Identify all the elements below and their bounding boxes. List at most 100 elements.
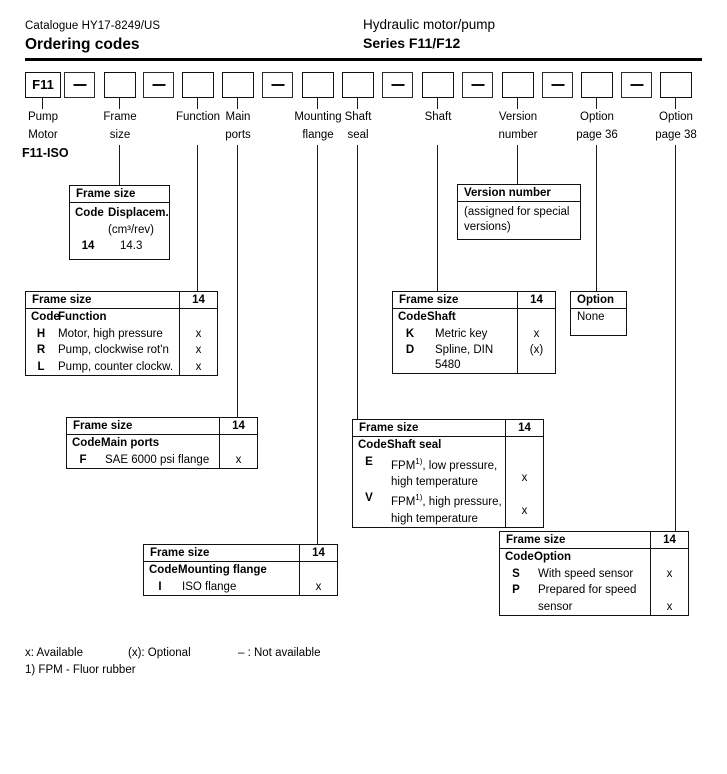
table-function: Frame size 14 Code Function H Motor, hig… (25, 291, 218, 376)
code-box-main-ports[interactable] (222, 72, 254, 98)
table-function-col-desc: Function (58, 311, 107, 323)
table-option-38-row0-desc: With speed sensor (538, 567, 634, 580)
table-shaft-seal-row0-desc: FPM1), low pressure, (385, 454, 505, 474)
code-box-version-number[interactable] (502, 72, 534, 98)
table-option-38-row1-desc: Prepared for speed (538, 584, 637, 596)
connector-frame-size-table (119, 145, 121, 185)
label-pump: Pump (27, 111, 59, 123)
label-shaft-seal-line1: Shaft (344, 111, 372, 123)
page-title: Ordering codes (25, 36, 140, 53)
label-version-number-line2: number (498, 129, 538, 141)
table-mounting-flange-col-desc: Mounting flange (178, 564, 267, 576)
table-option-38-row1-value: x (666, 600, 673, 613)
code-separator-2 (143, 72, 174, 98)
table-shaft-seal-row1-value: x (521, 505, 528, 517)
table-function-title: Frame size (32, 294, 92, 306)
connector-stub-mainports (237, 98, 239, 109)
table-option-36-title: Option (577, 294, 615, 306)
table-option-36-body: None (577, 311, 605, 323)
shaft-seal-row0-fpm: FPM (391, 459, 416, 472)
code-box-option-38[interactable] (660, 72, 692, 98)
table-function-row1-desc: Pump, clockwise rot'n (58, 344, 169, 356)
table-option-38-row1-code: P (512, 584, 520, 596)
table-shaft-seal-row0-desc2: high temperature (391, 475, 478, 488)
shaft-seal-row0-rest: , low pressure, (422, 459, 498, 472)
table-function-row0-value: x (195, 327, 202, 340)
table-shaft-col-desc: Shaft (427, 311, 456, 323)
table-version-number: Version number (assigned for special ver… (457, 184, 581, 240)
code-box-shaft[interactable] (422, 72, 454, 98)
table-shaft-title: Frame size (399, 294, 459, 306)
table-shaft-seal-size: 14 (505, 420, 543, 436)
table-frame-size-col-desc: Displacem. (108, 207, 169, 219)
table-shaft-row1-code: D (405, 344, 415, 356)
table-main-ports-title: Frame size (73, 420, 133, 432)
code-separator-4 (382, 72, 413, 98)
code-box-option-36[interactable] (581, 72, 613, 98)
table-main-ports-row0-value: x (235, 453, 242, 466)
table-function-size: 14 (179, 292, 217, 308)
table-shaft-row0-desc: Metric key (435, 327, 488, 340)
connector-option-36-table (596, 145, 598, 291)
product-series: Series F11/F12 (363, 35, 461, 51)
table-mounting-flange-size: 14 (299, 545, 337, 561)
code-separator-6 (542, 72, 573, 98)
label-version-number-line1: Version (498, 111, 538, 123)
table-mounting-flange-title: Frame size (150, 547, 210, 559)
connector-main-ports-table (237, 145, 239, 417)
header-rule (25, 58, 702, 61)
label-main-ports-line2: ports (225, 129, 251, 141)
label-option-38-line2: page 38 (655, 129, 697, 141)
connector-stub-shaftseal (357, 98, 359, 109)
table-version-number-title: Version number (464, 187, 551, 199)
label-option-36-line2: page 36 (576, 129, 618, 141)
connector-mounting-flange-table (317, 145, 319, 544)
product-type: Hydraulic motor/pump (363, 17, 496, 32)
table-shaft-seal-title: Frame size (359, 422, 419, 434)
table-mounting-flange: Frame size 14 Code Mounting flange I ISO… (143, 544, 338, 596)
table-mounting-flange-row0-desc: ISO flange (182, 580, 237, 593)
table-frame-size-row-code: 14 (81, 240, 95, 252)
label-main-ports-line1: Main (225, 111, 251, 123)
connector-option-38-table (675, 145, 677, 531)
table-option-38: Frame size 14 Code Option S With speed s… (499, 531, 689, 616)
table-frame-size-title: Frame size (76, 188, 136, 200)
table-mounting-flange-row0-code: I (158, 580, 162, 593)
legend-not-available: – : Not available (238, 647, 321, 659)
code-box-shaft-seal[interactable] (342, 72, 374, 98)
table-shaft-size: 14 (517, 292, 555, 308)
table-function-row2-value: x (195, 360, 202, 373)
table-option-38-row0-code: S (512, 567, 520, 580)
label-option-36-line1: Option (580, 111, 614, 123)
table-shaft-seal-row1-code: V (365, 492, 373, 505)
table-option-38-size: 14 (650, 532, 688, 548)
shaft-seal-row1-fpm: FPM (391, 496, 416, 509)
table-shaft-seal-row1-desc2: high temperature (391, 512, 478, 525)
label-mounting-flange-line2: flange (302, 129, 334, 141)
table-mounting-flange-col-code: Code (149, 564, 178, 576)
table-shaft: Frame size 14 Code Shaft K Metric key D … (392, 291, 556, 374)
label-frame-size-line2: size (109, 129, 131, 141)
connector-stub-option38 (675, 98, 677, 109)
code-separator-3 (262, 72, 293, 98)
table-function-row2-code: L (37, 360, 45, 373)
table-frame-size: Frame size Code Displacem. (cm³/rev) 14 … (69, 185, 170, 260)
table-main-ports-row0-desc: SAE 6000 psi flange (105, 453, 210, 466)
code-box-mounting-flange[interactable] (302, 72, 334, 98)
table-main-ports-size: 14 (219, 418, 257, 434)
legend-footnote: 1) FPM - Fluor rubber (25, 664, 136, 676)
code-box-frame-size[interactable] (104, 72, 136, 98)
table-main-ports-col-desc: Main ports (101, 437, 160, 449)
code-box-pump-motor[interactable]: F11 (25, 72, 61, 98)
table-shaft-seal-row0-value: x (521, 472, 528, 484)
connector-version-number-table (517, 145, 519, 184)
shaft-seal-row1-rest: , high pressure, (422, 496, 502, 509)
table-shaft-row0-code: K (405, 327, 415, 340)
shaft-seal-row0-sup: 1) (415, 456, 423, 466)
code-box-function[interactable] (182, 72, 214, 98)
connector-shaft-seal-table (357, 145, 359, 419)
table-shaft-seal-col-code: Code (358, 439, 387, 451)
connector-stub-mounting (317, 98, 319, 109)
label-f11-iso-text: F11-ISO (22, 146, 69, 160)
